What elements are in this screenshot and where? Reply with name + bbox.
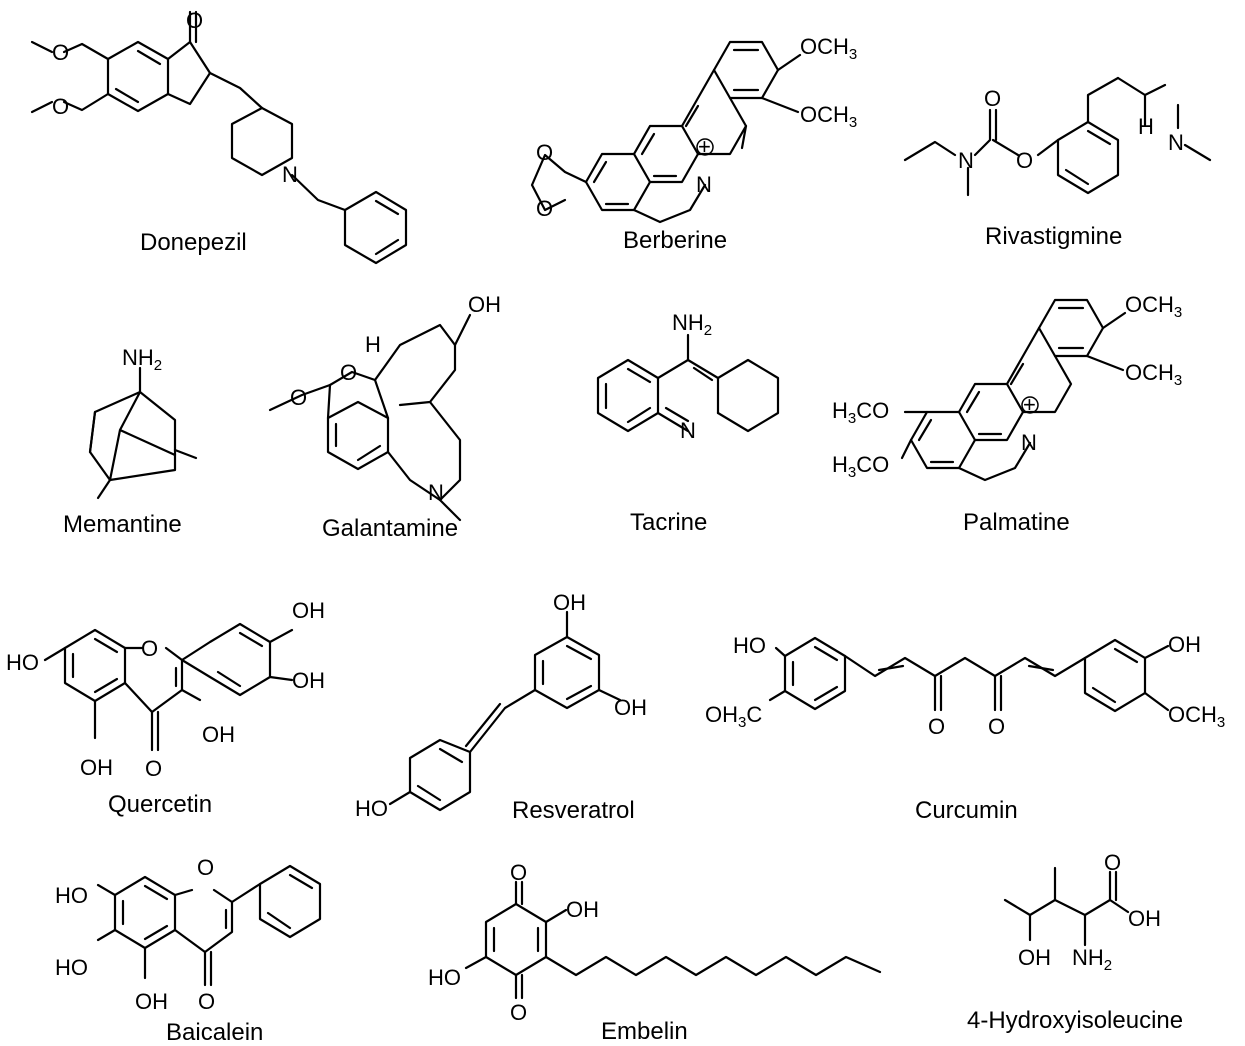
resveratrol-oh-2: OH [614, 695, 647, 720]
hydroxyisoleucine-oh-acid: OH [1128, 906, 1161, 931]
galantamine-h: H [365, 332, 381, 357]
curcumin-label: Curcumin [915, 797, 1018, 824]
baicalein-o-carbonyl: O [198, 989, 215, 1014]
resveratrol-structure: OH OH HO Resveratrol [355, 590, 647, 824]
quercetin-oh-3: OH [202, 722, 235, 747]
galantamine-structure: O O OH H N Galantamine [268, 292, 501, 542]
berberine-o-2: O [536, 196, 553, 221]
curcumin-ho: HO [733, 633, 766, 658]
palmatine-structure: + N OCH3 OCH3 H3CO H3CO Palmatine [832, 292, 1182, 536]
palmatine-ome-4: H3CO [832, 452, 889, 481]
rivastigmine-structure: N O O H N Rivastigmine [903, 76, 1212, 250]
hydroxyisoleucine-label: 4-Hydroxyisoleucine [967, 1007, 1183, 1034]
palmatine-ome-1: OCH3 [1125, 292, 1182, 321]
tacrine-label: Tacrine [630, 509, 707, 536]
rivastigmine-label: Rivastigmine [985, 223, 1122, 250]
berberine-label: Berberine [623, 227, 727, 254]
baicalein-oh: OH [135, 989, 168, 1014]
hydroxyisoleucine-structure: O OH OH NH2 4-Hydroxyisoleucine [967, 850, 1183, 1034]
embelin-label: Embelin [601, 1018, 688, 1045]
donepezil-o-carbonyl: O [186, 8, 203, 33]
quercetin-oh-4p: OH [292, 598, 325, 623]
baicalein-ho-1: HO [55, 883, 88, 908]
baicalein-o-ring: O [197, 855, 214, 880]
rivastigmine-h: H [1138, 114, 1154, 139]
donepezil-label: Donepezil [140, 229, 247, 256]
embelin-o-bottom: O [510, 1000, 527, 1025]
baicalein-ho-2: HO [55, 955, 88, 980]
palmatine-n: N [1021, 430, 1037, 455]
tacrine-nh2: NH2 [672, 310, 712, 339]
baicalein-structure: O O HO HO OH Baicalein [55, 855, 322, 1046]
galantamine-oh: OH [468, 292, 501, 317]
rivastigmine-o-carbonyl: O [984, 86, 1001, 111]
embelin-structure: O O OH HO Embelin [428, 860, 882, 1045]
donepezil-n: N [282, 162, 298, 187]
curcumin-och3-right: OCH3 [1168, 702, 1225, 731]
resveratrol-label: Resveratrol [512, 797, 635, 824]
galantamine-o-ring: O [340, 360, 357, 385]
rivastigmine-n-1: N [958, 148, 974, 173]
galantamine-label: Galantamine [322, 515, 458, 542]
berberine-ome-2: OCH3 [800, 102, 857, 131]
berberine-ome-1: OCH3 [800, 34, 857, 63]
quercetin-label: Quercetin [108, 791, 212, 818]
embelin-oh: OH [566, 897, 599, 922]
embelin-ho: HO [428, 965, 461, 990]
hydroxyisoleucine-o-carbonyl: O [1104, 850, 1121, 875]
palmatine-ome-3: H3CO [832, 398, 889, 427]
tacrine-structure: N NH2 Tacrine [596, 310, 780, 536]
rivastigmine-o-ester: O [1016, 148, 1033, 173]
hydroxyisoleucine-nh2: NH2 [1072, 945, 1112, 974]
berberine-structure: + N OCH3 OCH3 O O Berberine [530, 34, 857, 254]
quercetin-structure: O O HO OH OH OH OH Quercetin [6, 598, 325, 818]
curcumin-o-1: O [928, 714, 945, 739]
berberine-plus: + [698, 134, 711, 159]
quercetin-oh-3p: OH [292, 668, 325, 693]
donepezil-o-1: O [52, 40, 69, 65]
memantine-label: Memantine [63, 511, 182, 538]
donepezil-structure: O O O N Donepezil [30, 8, 408, 265]
baicalein-label: Baicalein [166, 1019, 263, 1046]
memantine-structure: NH2 Memantine [63, 345, 198, 538]
resveratrol-ho: HO [355, 796, 388, 821]
curcumin-och3-left: OH3C [705, 702, 762, 731]
galantamine-o-methoxy: O [290, 385, 307, 410]
berberine-o-1: O [536, 140, 553, 165]
resveratrol-oh-1: OH [553, 590, 586, 615]
quercetin-ho-7: HO [6, 650, 39, 675]
curcumin-oh: OH [1168, 632, 1201, 657]
tacrine-n: N [680, 418, 696, 443]
quercetin-o-carbonyl: O [145, 756, 162, 781]
quercetin-o-ring: O [141, 636, 158, 661]
curcumin-structure: HO OH3C O O OH OCH3 Curcumin [705, 632, 1225, 824]
rivastigmine-n-2: N [1168, 130, 1184, 155]
palmatine-plus: + [1023, 392, 1036, 417]
quercetin-oh-5: OH [80, 755, 113, 780]
donepezil-o-2: O [52, 94, 69, 119]
curcumin-o-2: O [988, 714, 1005, 739]
hydroxyisoleucine-oh: OH [1018, 945, 1051, 970]
embelin-o-top: O [510, 860, 527, 885]
palmatine-ome-2: OCH3 [1125, 360, 1182, 389]
berberine-n: N [696, 172, 712, 197]
palmatine-label: Palmatine [963, 509, 1070, 536]
galantamine-n: N [428, 480, 444, 505]
memantine-nh2: NH2 [122, 345, 162, 374]
